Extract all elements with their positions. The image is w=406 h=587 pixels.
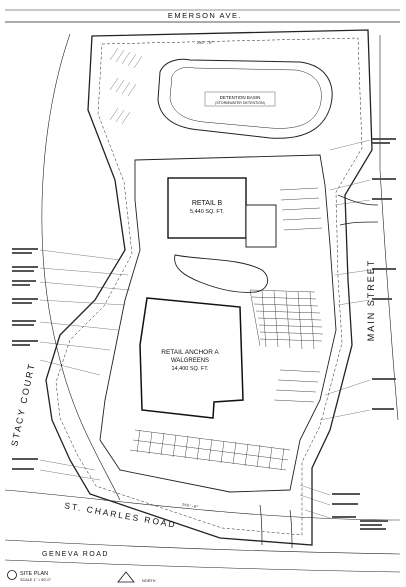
top-dimension: 280'-0": [197, 41, 214, 46]
landscape-island: [174, 254, 269, 293]
north-label: NORTH: [142, 579, 156, 583]
parking-lot-curb: [99, 154, 337, 493]
property-boundary: [45, 29, 373, 546]
retail-anchor-a-area: 14,400 SQ. FT.: [172, 366, 209, 372]
street-geneva: GENEVA ROAD: [42, 551, 109, 558]
retail-b-name: RETAIL B: [192, 200, 223, 207]
detention-basin: DETENTION BASIN (STORMWATER DETENTION): [157, 58, 333, 139]
title-block: SITE PLAN SCALE 1" = 50'-0" NORTH: [7, 570, 156, 583]
driveways: [259, 194, 379, 549]
street-main: MAIN STREET: [366, 259, 376, 342]
south-dimension: 265'-8": [181, 503, 198, 511]
retail-anchor-a-tenant: WALGREENS: [171, 358, 209, 364]
street-lines: [4, 9, 401, 573]
retail-anchor-a-name: RETAIL ANCHOR A: [161, 349, 219, 356]
street-emerson: EMERSON AVE.: [168, 11, 242, 20]
note-marks: [12, 138, 396, 530]
site-plan-title: SITE PLAN: [20, 571, 48, 577]
north-arrow-icon: [117, 571, 135, 583]
parking-stalls: [129, 187, 324, 471]
detention-basin-label: DETENTION BASIN: [220, 95, 261, 100]
retail-b-area: 5,440 SQ. FT.: [190, 209, 224, 215]
detention-basin-sublabel: (STORMWATER DETENTION): [215, 101, 265, 105]
retail-anchor-a-building: RETAIL ANCHOR A WALGREENS 14,400 SQ. FT.: [139, 297, 244, 419]
street-stacy: STACY COURT: [9, 362, 37, 448]
site-plan-scale: SCALE 1" = 50'-0": [20, 578, 52, 582]
annotation-leaders: [39, 139, 371, 519]
grading-hatch: [109, 47, 143, 125]
retail-b-building: RETAIL B 5,440 SQ. FT.: [167, 177, 277, 248]
